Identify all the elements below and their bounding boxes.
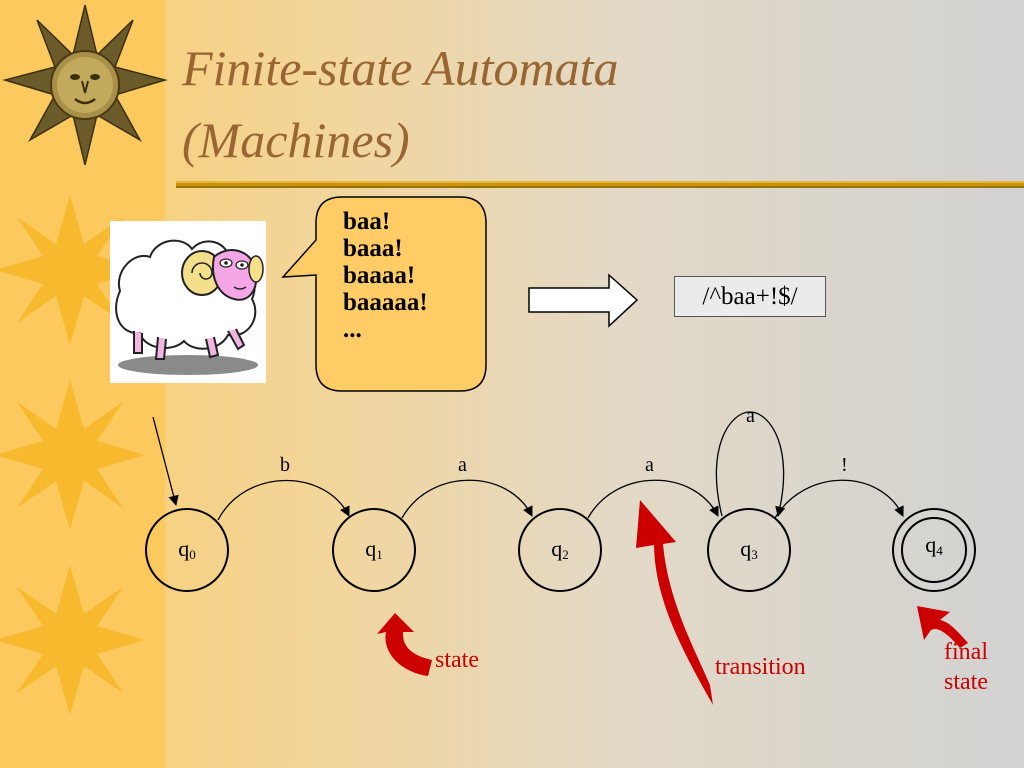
edge-label-q0-q1: b bbox=[280, 454, 290, 476]
state-q0: q0 bbox=[145, 508, 229, 592]
state-label-q0: q0 bbox=[178, 536, 196, 562]
transition-q1-q2 bbox=[401, 479, 533, 519]
transition-q0-q1 bbox=[217, 479, 350, 521]
sun-emblem-icon bbox=[2, 4, 168, 166]
final-state-callout-arrow bbox=[917, 606, 968, 648]
state-q2: q2 bbox=[518, 508, 602, 592]
sheep-illustration bbox=[110, 221, 266, 383]
final-state-callout: final state bbox=[944, 637, 988, 697]
title-divider bbox=[176, 181, 1024, 188]
transition-q3-q4 bbox=[774, 479, 904, 519]
transition-callout: transition bbox=[715, 654, 806, 680]
speech-bubble bbox=[281, 196, 487, 392]
state-callout-arrow bbox=[377, 613, 432, 676]
final-state-callout-line1: final bbox=[944, 639, 988, 665]
transition-q2-q3 bbox=[587, 479, 719, 519]
speech-bubble-text: baa! baaa! baaaa! baaaaa! ... bbox=[343, 208, 428, 343]
page-title: Finite-state Automata bbox=[182, 40, 619, 96]
bubble-line: baaaaa! bbox=[343, 289, 428, 316]
sun-icon bbox=[0, 195, 145, 715]
transition-q3-q3 bbox=[715, 411, 786, 518]
edge-label-q1-q2: a bbox=[458, 454, 467, 476]
arrow-right-icon bbox=[528, 273, 639, 328]
transition-callout-arrow bbox=[636, 500, 713, 705]
state-label-q4: q4 bbox=[925, 532, 943, 558]
edge-label-q3-q4: ! bbox=[841, 454, 848, 476]
bubble-line: baaaa! bbox=[343, 262, 416, 289]
bubble-line: baaa! bbox=[343, 235, 403, 262]
bubble-line: baa! bbox=[343, 208, 391, 235]
state-label-q3: q3 bbox=[740, 536, 758, 562]
state-label-q2: q2 bbox=[551, 536, 569, 562]
page-title-line2: (Machines) bbox=[182, 112, 410, 168]
state-label-q1: q1 bbox=[365, 536, 383, 562]
sheep-icon bbox=[115, 239, 264, 375]
regex-box: /^baa+!$/ bbox=[674, 276, 826, 317]
start-arrow bbox=[152, 416, 179, 507]
bubble-line: ... bbox=[343, 316, 362, 343]
state-q1: q1 bbox=[332, 508, 416, 592]
state-q3: q3 bbox=[707, 508, 791, 592]
edge-label-q3-loop: a bbox=[746, 405, 755, 427]
final-state-ring bbox=[901, 517, 967, 583]
final-state-callout-line2: state bbox=[944, 669, 988, 695]
state-callout: state bbox=[435, 647, 479, 673]
edge-label-q2-q3: a bbox=[645, 454, 654, 476]
state-q4-final: q4 bbox=[892, 508, 976, 592]
